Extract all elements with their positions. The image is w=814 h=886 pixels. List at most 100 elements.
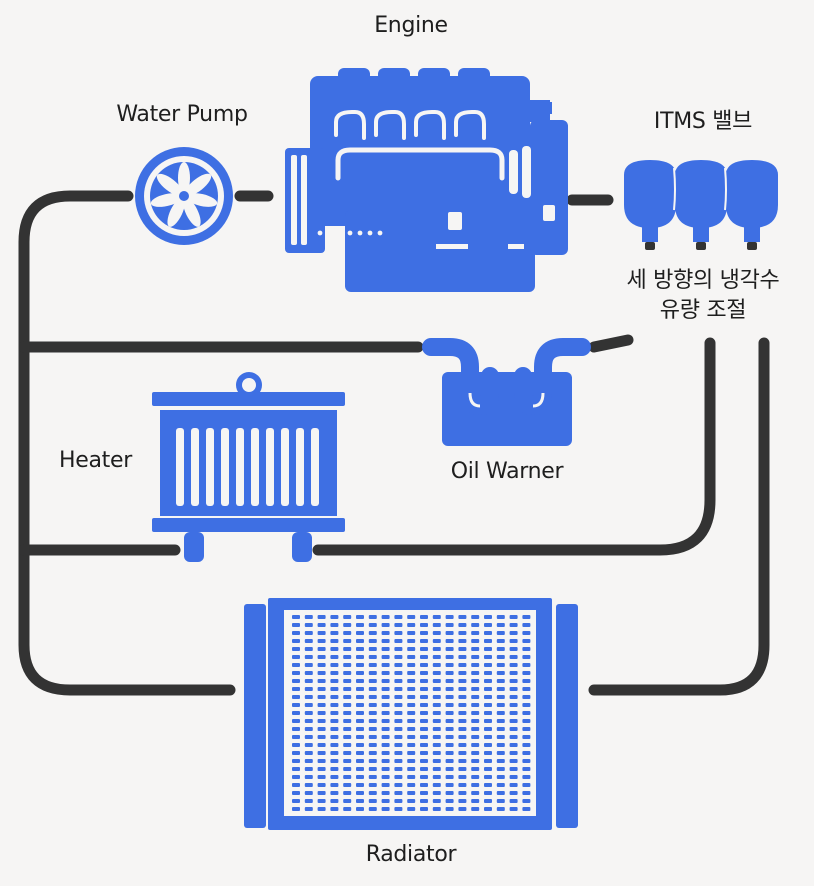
- radiator-icon: [244, 598, 578, 830]
- itms-note: 세 방향의 냉각수 유량 조절: [627, 266, 780, 325]
- radiator-fin: [368, 711, 377, 715]
- radiator-fin: [445, 791, 454, 795]
- radiator-fin: [343, 775, 352, 779]
- radiator-fin: [509, 799, 518, 803]
- radiator-fin: [509, 775, 518, 779]
- radiator-fin: [304, 703, 313, 707]
- radiator-fin: [420, 679, 428, 683]
- radiator-fin: [394, 775, 403, 779]
- radiator-fin: [407, 719, 416, 723]
- radiator-fin: [522, 775, 531, 779]
- radiator-fin: [381, 695, 390, 699]
- radiator-fin: [496, 711, 505, 715]
- radiator-fin: [368, 687, 377, 691]
- radiator-fin: [317, 791, 326, 795]
- radiator-fin: [420, 767, 428, 771]
- radiator-fin: [343, 623, 352, 627]
- radiator-fin: [496, 799, 505, 803]
- radiator-fin: [458, 751, 467, 755]
- radiator-fin: [356, 687, 364, 691]
- radiator-fin: [343, 711, 352, 715]
- radiator-fin: [292, 735, 300, 739]
- radiator-fin: [317, 663, 326, 667]
- radiator-fin: [368, 671, 377, 675]
- radiator-fin: [304, 655, 313, 659]
- radiator-fin: [407, 775, 416, 779]
- radiator-fin: [484, 743, 492, 747]
- radiator-fin: [432, 687, 441, 691]
- radiator-fin: [458, 743, 467, 747]
- radiator-fin: [317, 759, 326, 763]
- radiator-fin: [343, 671, 352, 675]
- radiator-fin: [522, 679, 531, 683]
- radiator-fin: [458, 679, 467, 683]
- radiator-fin: [292, 711, 300, 715]
- radiator-fin: [509, 719, 518, 723]
- radiator-fin: [394, 623, 403, 627]
- radiator-fin: [522, 655, 531, 659]
- radiator-fin: [356, 711, 364, 715]
- radiator-fin: [471, 759, 480, 763]
- radiator-fin: [445, 615, 454, 619]
- radiator-fin: [292, 719, 300, 723]
- radiator-fin: [496, 775, 505, 779]
- radiator-fin: [432, 655, 441, 659]
- radiator-fin: [407, 695, 416, 699]
- radiator-fin: [458, 719, 467, 723]
- radiator-fin: [292, 703, 300, 707]
- radiator-fin: [509, 807, 518, 811]
- engine-label: Engine: [374, 13, 448, 38]
- radiator-fin: [522, 631, 531, 635]
- radiator-fin: [381, 807, 390, 811]
- radiator-fin: [407, 751, 416, 755]
- radiator-fin: [445, 655, 454, 659]
- radiator-fin: [471, 711, 480, 715]
- radiator-fin: [368, 759, 377, 763]
- radiator-fin: [304, 791, 313, 795]
- radiator-fin: [496, 647, 505, 651]
- radiator-fin: [292, 639, 300, 643]
- radiator-fin: [484, 655, 492, 659]
- radiator-fin: [496, 719, 505, 723]
- radiator-fin: [304, 671, 313, 675]
- radiator-fin: [471, 807, 480, 811]
- radiator-fin: [381, 671, 390, 675]
- radiator-fin: [304, 631, 313, 635]
- radiator-fin: [522, 719, 531, 723]
- radiator-fin: [496, 695, 505, 699]
- radiator-fin: [407, 687, 416, 691]
- radiator-fin: [458, 647, 467, 651]
- radiator-fin: [484, 703, 492, 707]
- radiator-fin: [496, 623, 505, 627]
- radiator-fin: [407, 807, 416, 811]
- radiator-fin: [407, 703, 416, 707]
- radiator-fin: [381, 751, 390, 755]
- radiator-fin: [317, 639, 326, 643]
- radiator-fin: [330, 679, 339, 683]
- radiator-fin: [292, 751, 300, 755]
- radiator-fin: [471, 751, 480, 755]
- radiator-fin: [356, 783, 364, 787]
- radiator-fin: [343, 735, 352, 739]
- pipe-main-loop: [18, 190, 236, 696]
- radiator-fin: [445, 711, 454, 715]
- radiator-fin: [292, 775, 300, 779]
- radiator-fin: [304, 663, 313, 667]
- radiator-fin: [407, 783, 416, 787]
- radiator-fin: [445, 703, 454, 707]
- radiator-fin: [343, 679, 352, 683]
- radiator-fin: [484, 735, 492, 739]
- radiator-fin: [381, 623, 390, 627]
- radiator-fin: [330, 799, 339, 803]
- radiator-fin: [458, 623, 467, 627]
- radiator-fin: [522, 711, 531, 715]
- radiator-fin: [471, 735, 480, 739]
- itms-valve-icon: [624, 160, 778, 250]
- radiator-fin: [356, 679, 364, 683]
- radiator-fin: [394, 783, 403, 787]
- radiator-fin: [522, 751, 531, 755]
- radiator-fin: [317, 783, 326, 787]
- radiator-fin: [420, 775, 428, 779]
- radiator-fin: [496, 791, 505, 795]
- radiator-fin: [368, 615, 377, 619]
